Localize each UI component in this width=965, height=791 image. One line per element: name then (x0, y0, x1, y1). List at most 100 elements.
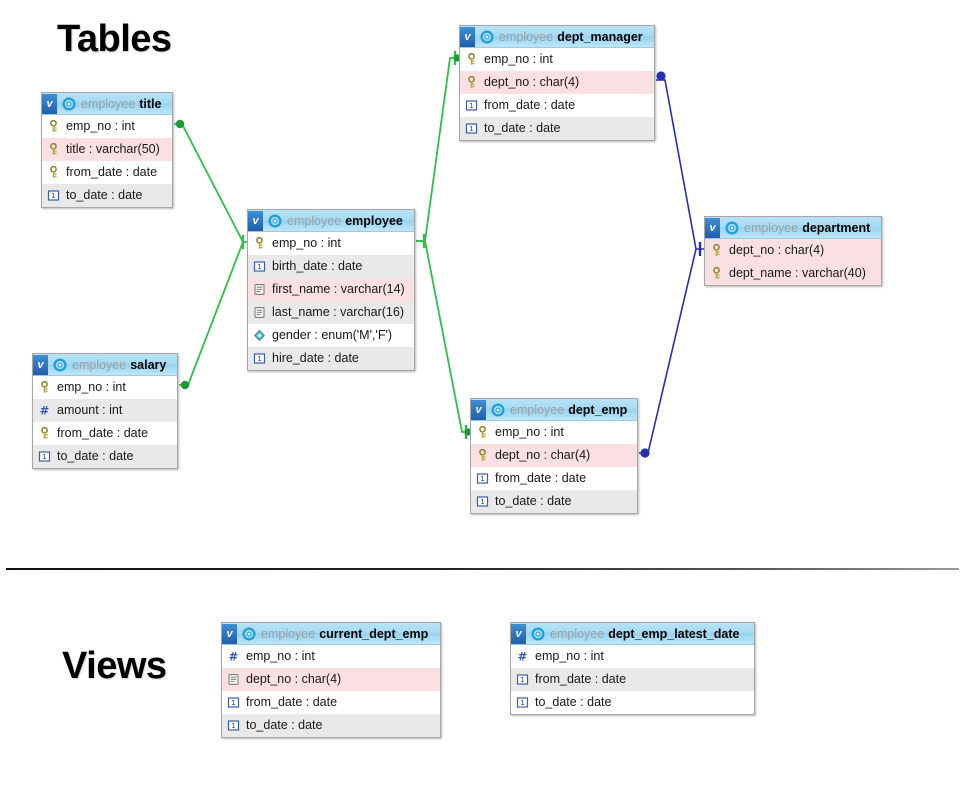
gear-icon[interactable] (62, 96, 76, 111)
date-icon: 1 (38, 450, 51, 462)
date-icon: 1 (516, 696, 529, 708)
gear-icon[interactable] (53, 357, 67, 372)
column-label: from_date : date (246, 695, 338, 709)
column-label: to_date : date (246, 718, 323, 732)
column-row[interactable]: emp_no : int (248, 232, 414, 255)
column-row[interactable]: #emp_no : int (222, 645, 440, 668)
column-row[interactable]: dept_no : char(4) (705, 239, 881, 262)
column-row[interactable]: emp_no : int (33, 376, 177, 399)
column-row[interactable]: # emp_no : int (511, 645, 754, 668)
column-row[interactable]: emp_no : int (460, 48, 654, 71)
column-row[interactable]: first_name : varchar(14) (248, 278, 414, 301)
column-row[interactable]: # amount : int (33, 399, 177, 422)
view-badge-icon: v (222, 623, 237, 644)
view-badge-icon: v (33, 354, 48, 375)
column-label: emp_no : int (484, 52, 553, 66)
column-label: dept_no : char(4) (484, 75, 580, 89)
section-divider (6, 568, 959, 570)
svg-text:#: # (40, 404, 50, 417)
column-row[interactable]: emp_no : int (471, 421, 637, 444)
key-icon (50, 142, 57, 155)
column-row[interactable]: from_date : date (42, 161, 172, 184)
number-icon: # (229, 650, 239, 663)
gear-icon[interactable] (268, 213, 282, 228)
entity-table-name: dept_manager (557, 29, 643, 44)
relation-salary-employee (179, 241, 244, 390)
relation-title-employee (174, 119, 254, 249)
column-row[interactable]: dept_no : char(4) (460, 71, 654, 94)
svg-text:1: 1 (480, 475, 484, 483)
column-label: gender : enum('M','F') (272, 328, 393, 342)
key-icon (50, 119, 57, 132)
entity-schema-name: employee (550, 626, 605, 641)
entity-table-name: current_dept_emp (319, 626, 429, 641)
column-row[interactable]: 1 from_date : date (471, 467, 637, 490)
column-label: amount : int (57, 403, 123, 417)
column-row[interactable]: gender : enum('M','F') (248, 324, 414, 347)
section-title-views: Views (62, 645, 167, 687)
column-label: from_date : date (495, 471, 587, 485)
gear-icon[interactable] (725, 220, 739, 235)
column-label: dept_no : char(4) (246, 672, 342, 686)
column-row[interactable]: 1 to_date : date (460, 117, 654, 140)
entity-schema-name: employee (499, 29, 554, 44)
column-row[interactable]: dept_no : char(4) (222, 668, 440, 691)
key-icon (41, 380, 48, 393)
date-icon: 1 (47, 189, 60, 201)
number-icon: # (518, 650, 528, 663)
column-row[interactable]: title : varchar(50) (42, 138, 172, 161)
key-icon (468, 75, 475, 88)
date-icon: 1 (465, 122, 478, 134)
column-label: to_date : date (484, 121, 561, 135)
column-row[interactable]: 1 from_date : date (222, 691, 440, 714)
column-row[interactable]: emp_no : int (42, 115, 172, 138)
entity-table-name: salary (130, 357, 167, 372)
gear-icon[interactable] (480, 29, 494, 44)
entity-table-name: department (802, 220, 871, 235)
text-icon (228, 673, 239, 685)
svg-text:1: 1 (257, 355, 261, 363)
gear-icon[interactable] (491, 402, 505, 417)
key-icon (256, 236, 263, 249)
gear-icon[interactable] (531, 626, 545, 641)
column-label: emp_no : int (535, 649, 604, 663)
gear-icon[interactable] (242, 626, 256, 641)
svg-text:1: 1 (469, 102, 473, 110)
column-row[interactable]: dept_name : varchar(40) (705, 262, 881, 285)
date-icon: 1 (476, 472, 489, 484)
svg-text:1: 1 (231, 699, 235, 707)
number-icon: # (40, 404, 50, 417)
column-label: dept_no : char(4) (729, 243, 825, 257)
column-row[interactable]: from_date : date (33, 422, 177, 445)
column-label: dept_name : varchar(40) (729, 266, 866, 280)
column-row[interactable]: dept_no : char(4) (471, 444, 637, 467)
entity-schema-name: employee (744, 220, 799, 235)
text-icon (254, 306, 265, 318)
column-row[interactable]: last_name : varchar(16) (248, 301, 414, 324)
